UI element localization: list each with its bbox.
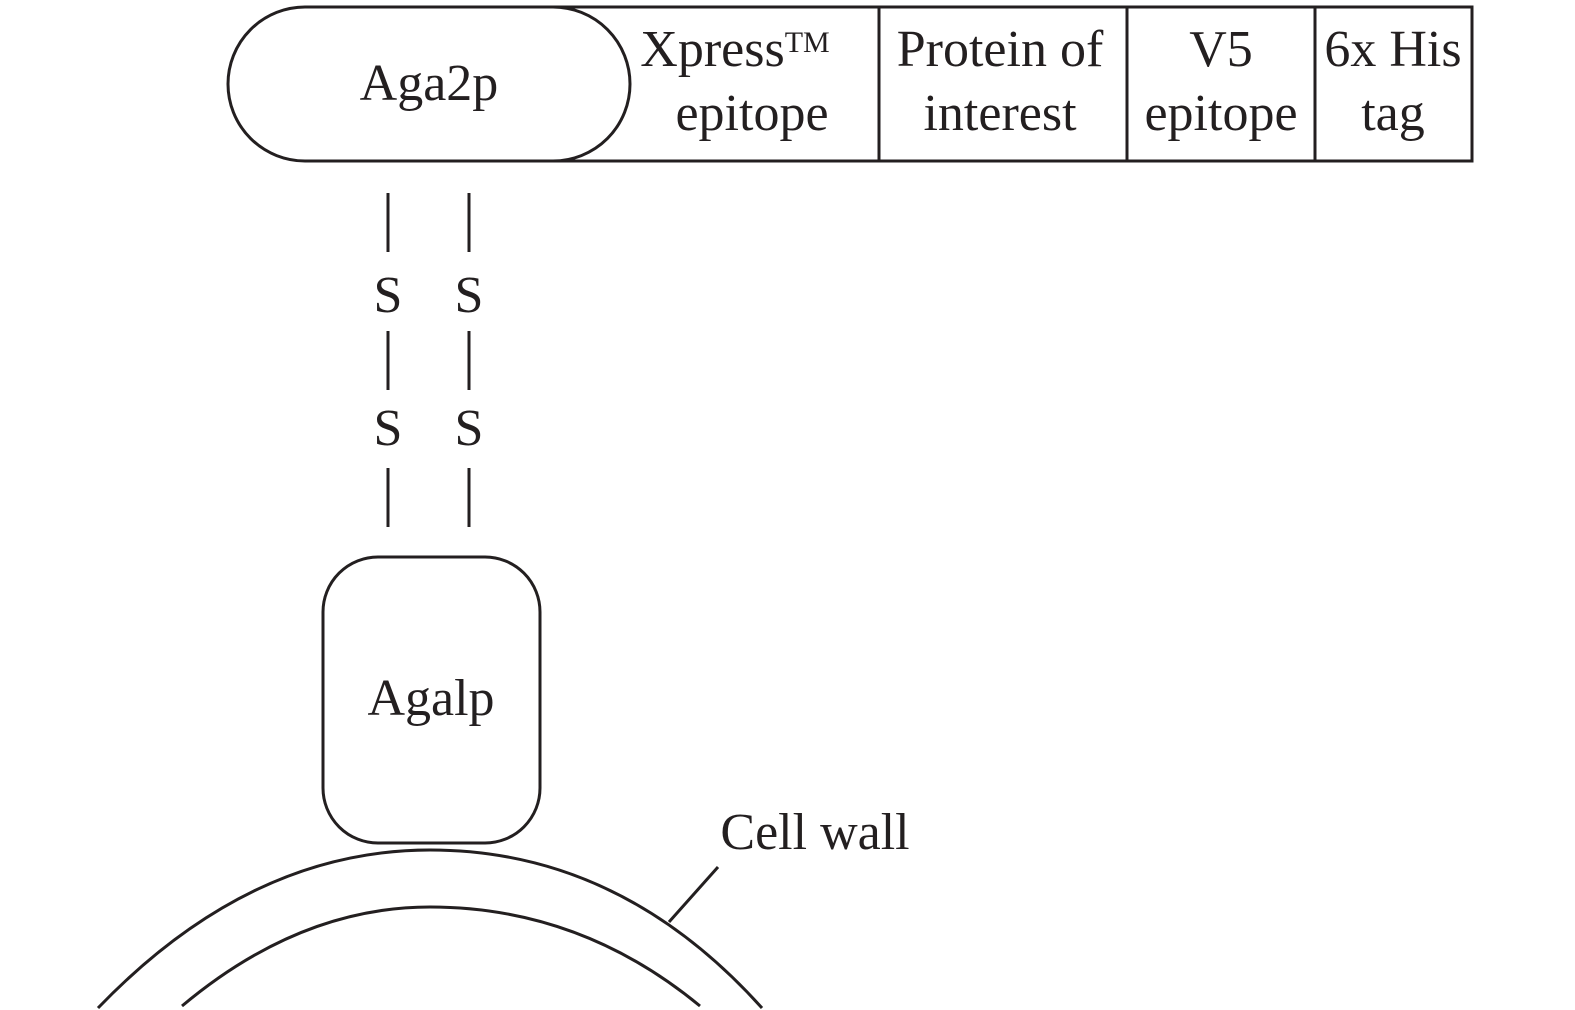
tag-strip-outline <box>543 5 1474 163</box>
cell-wall-inner-arc <box>181 905 701 1008</box>
sulfur-atom: S <box>455 267 484 324</box>
disulfide-bond-right: S S <box>455 193 484 527</box>
cell-wall-leader-line <box>667 866 720 923</box>
sulfur-atom: S <box>374 267 403 324</box>
cell-wall: Cell wall <box>96 804 910 1010</box>
disulfide-bonds: S S S S <box>374 193 484 527</box>
protein-label-line1: Protein of <box>897 21 1104 78</box>
v5-label-line1: V5 <box>1189 21 1253 78</box>
aga2p-label: Aga2p <box>360 55 499 112</box>
xpress-trademark: TM <box>785 26 830 59</box>
cell-wall-label: Cell wall <box>720 804 909 861</box>
aga2p-shape <box>226 5 632 163</box>
fusion-construct: Aga2p XpressTM epitope Protein of intere… <box>226 5 1474 163</box>
sulfur-atom: S <box>374 400 403 457</box>
aga1p-label: Agalp <box>367 670 494 727</box>
his-label-line1: 6x His <box>1324 21 1461 78</box>
his-label-line2: tag <box>1361 85 1425 142</box>
xpress-label-line1: XpressTM <box>640 21 829 78</box>
disulfide-bond-left: S S <box>374 193 403 527</box>
aga1p-shape <box>321 555 542 845</box>
protein-label-line2: interest <box>923 85 1077 142</box>
aga1p-anchor: Agalp <box>321 555 542 845</box>
xpress-name: Xpress <box>640 21 784 78</box>
v5-label-line2: epitope <box>1144 85 1297 142</box>
sulfur-atom: S <box>455 400 484 457</box>
xpress-label-line2: epitope <box>675 85 828 142</box>
cell-wall-outer-arc <box>96 848 764 1010</box>
